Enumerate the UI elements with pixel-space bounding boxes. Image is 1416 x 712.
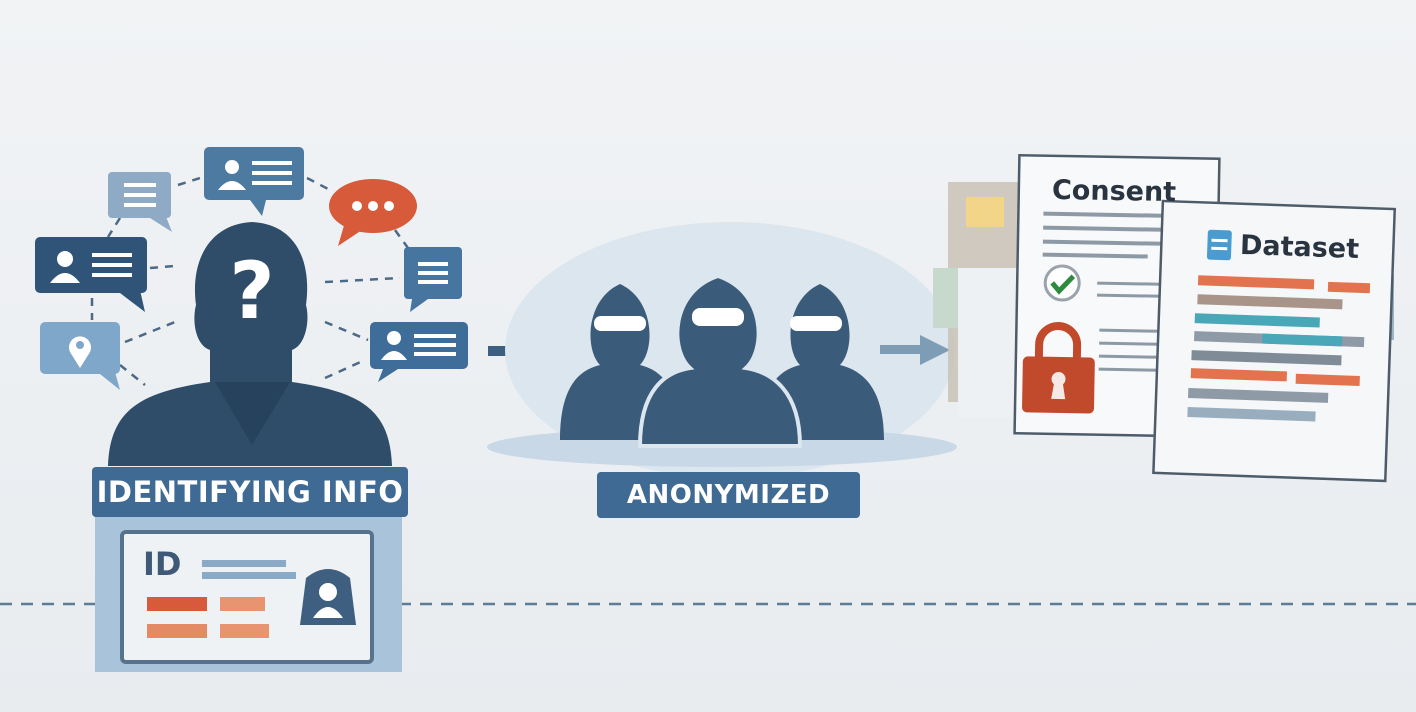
padlock-icon [1022,322,1095,414]
unknown-person-silhouette-icon: ? [108,222,392,466]
consent-title: Consent [1051,174,1177,209]
arrow-right-icon [880,335,950,365]
text-bubble-top-left-icon [108,172,172,232]
identifying-info-label: IDENTIFYING INFO [92,467,408,517]
profile-bubble-left-icon [35,237,147,312]
profile-bubble-right-icon [370,322,468,382]
location-bubble-icon [40,322,120,390]
anonymized-label: ANONYMIZED [597,472,860,518]
masked-people-icon [560,273,884,448]
database-icon [1206,229,1232,261]
text-bubble-right-icon [404,247,462,312]
checkmark-icon [1043,264,1081,302]
connection-lines [90,176,410,386]
svg-text:?: ? [229,247,274,337]
id-photo-icon [300,569,356,625]
chat-ellipsis-bubble-icon [329,179,417,246]
dataset-title: Dataset [1239,229,1360,266]
dataset-document [1152,199,1397,483]
profile-bubble-top-icon [204,147,304,216]
id-card-text: ID [143,545,182,583]
